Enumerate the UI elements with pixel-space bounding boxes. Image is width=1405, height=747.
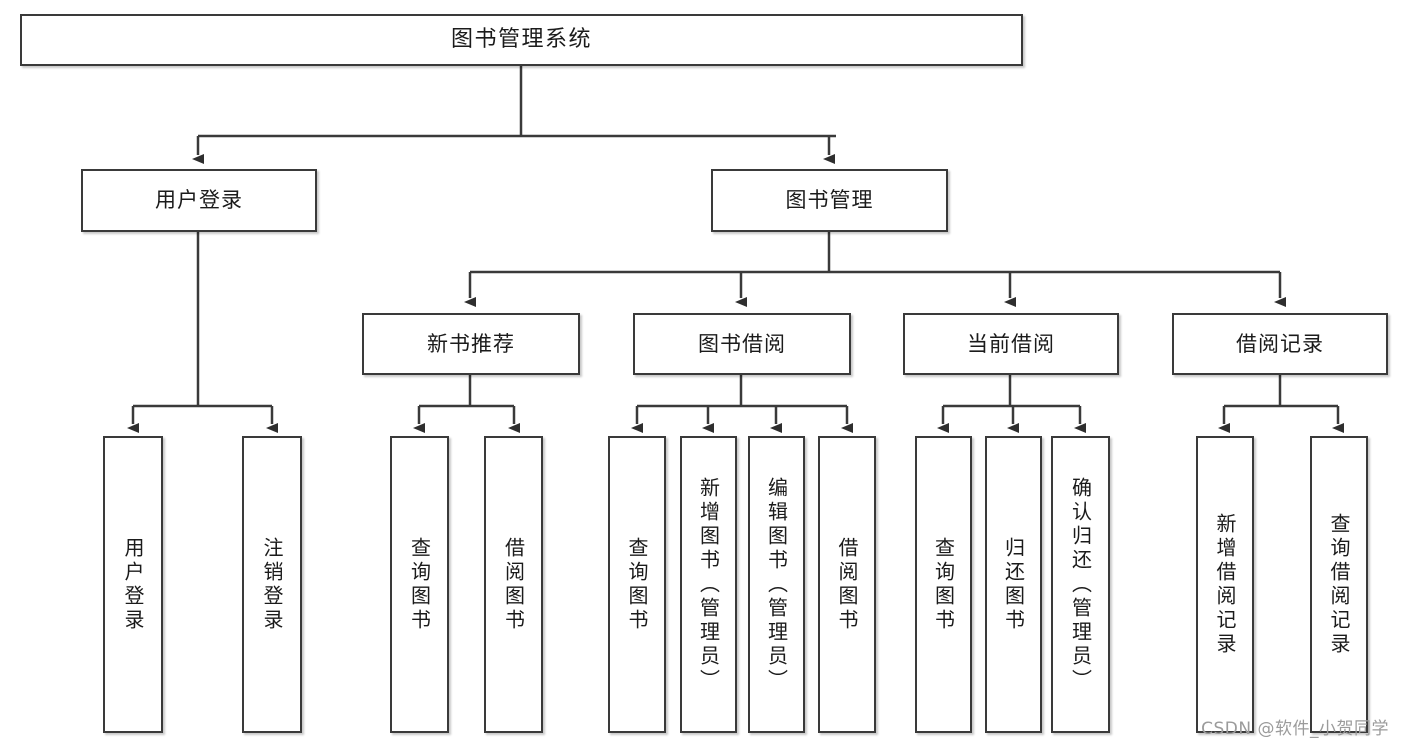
node-leaf-add-borrow-record[interactable]: 新增借阅记录 xyxy=(1196,436,1254,733)
node-label: 用户登录 xyxy=(121,536,145,633)
node-label: 新增借阅记录 xyxy=(1213,512,1237,657)
node-label: 注销登录 xyxy=(260,536,284,633)
node-label: 图书借阅 xyxy=(698,331,786,356)
node-label: 借阅图书 xyxy=(835,536,859,633)
node-new-book-recommend[interactable]: 新书推荐 xyxy=(362,313,580,375)
node-leaf-user-login[interactable]: 用户登录 xyxy=(103,436,163,733)
node-label: 查询图书 xyxy=(625,536,649,633)
node-label: 借阅图书 xyxy=(501,536,526,633)
node-leaf-query-book[interactable]: 查询图书 xyxy=(608,436,666,733)
node-label: 查询图书 xyxy=(407,536,432,633)
node-label: 新书推荐 xyxy=(427,331,515,356)
node-leaf-query-book-current[interactable]: 查询图书 xyxy=(915,436,972,733)
node-label: 查询借阅记录 xyxy=(1327,512,1351,657)
node-label: 新增图书（管理员） xyxy=(696,476,721,693)
node-leaf-confirm-return-admin[interactable]: 确认归还（管理员） xyxy=(1051,436,1110,733)
node-label: 用户登录 xyxy=(155,188,243,213)
node-book-borrow[interactable]: 图书借阅 xyxy=(633,313,851,375)
node-label: 查询图书 xyxy=(931,536,956,633)
node-leaf-logout[interactable]: 注销登录 xyxy=(242,436,302,733)
node-label: 图书管理 xyxy=(785,188,874,213)
node-leaf-query-borrow-record[interactable]: 查询借阅记录 xyxy=(1310,436,1368,733)
node-leaf-edit-book-admin[interactable]: 编辑图书（管理员） xyxy=(748,436,805,733)
node-label: 借阅记录 xyxy=(1236,331,1324,356)
node-label: 确认归还（管理员） xyxy=(1068,476,1093,693)
node-root-system[interactable]: 图书管理系统 xyxy=(20,14,1023,66)
node-label: 归还图书 xyxy=(1001,536,1026,633)
node-leaf-borrow-book[interactable]: 借阅图书 xyxy=(818,436,876,733)
node-leaf-query-book-recommend[interactable]: 查询图书 xyxy=(390,436,449,733)
node-label: 当前借阅 xyxy=(967,331,1055,356)
node-user-login[interactable]: 用户登录 xyxy=(81,169,317,232)
csdn-watermark: CSDN @软件_小贺同学 xyxy=(1201,719,1389,739)
node-book-management[interactable]: 图书管理 xyxy=(711,169,948,232)
node-leaf-borrow-book-recommend[interactable]: 借阅图书 xyxy=(484,436,543,733)
node-leaf-add-book-admin[interactable]: 新增图书（管理员） xyxy=(680,436,737,733)
node-borrow-record[interactable]: 借阅记录 xyxy=(1172,313,1388,375)
node-current-borrow[interactable]: 当前借阅 xyxy=(903,313,1119,375)
node-label: 编辑图书（管理员） xyxy=(764,476,789,693)
node-leaf-return-book[interactable]: 归还图书 xyxy=(985,436,1042,733)
node-label: 图书管理系统 xyxy=(450,26,592,52)
